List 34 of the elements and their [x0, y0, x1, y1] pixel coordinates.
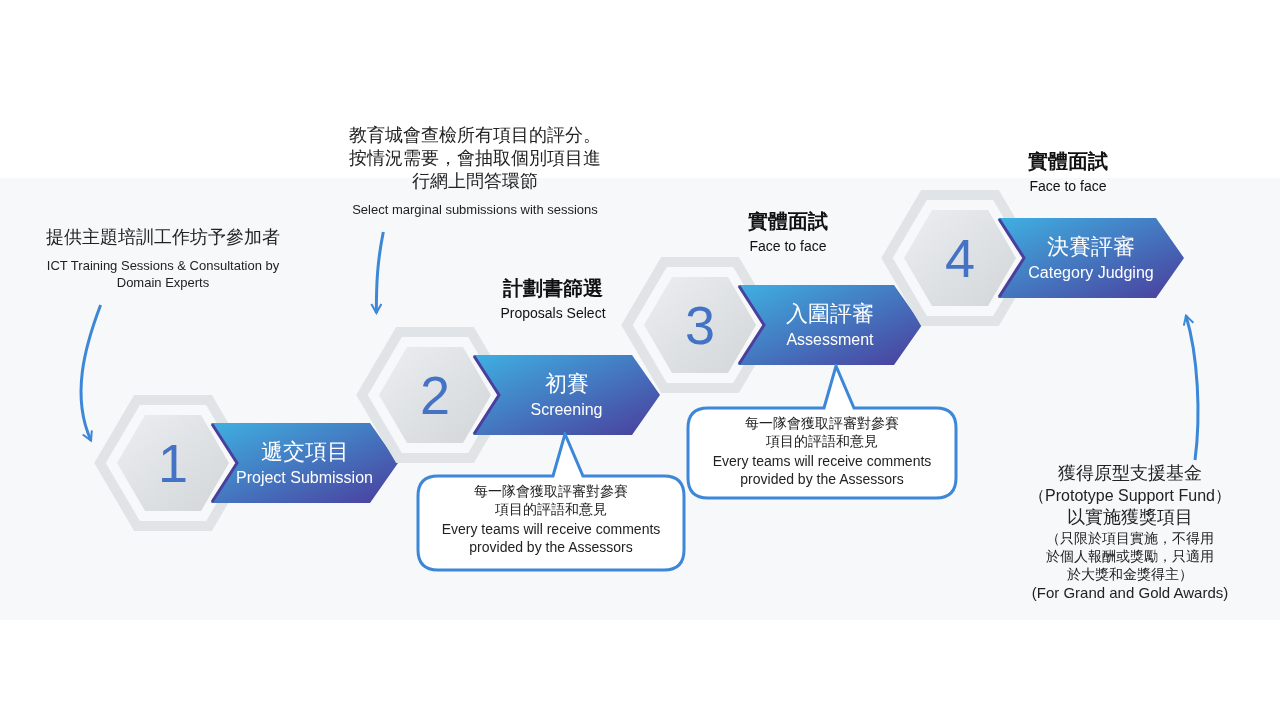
step-number: 4	[943, 228, 976, 288]
step-title: 遞交項目	[260, 438, 349, 466]
step-number: 1	[156, 433, 189, 493]
step-title: 決賽評審	[1047, 233, 1135, 261]
step-subtitle: Project Submission	[236, 468, 373, 488]
step-subtitle: Category Judging	[1028, 263, 1154, 283]
curved-arrow	[79, 304, 102, 442]
step-title: 初賽	[544, 370, 589, 398]
note-text: （Prototype Support Fund）	[1028, 486, 1232, 506]
note-text: 教育城會查檢所有項目的評分。按情況需要，會抽取個別項目進行網上問答環節	[348, 124, 602, 193]
note-text: (For Grand and Gold Awards)	[1030, 583, 1230, 603]
bubble-text: 每一隊會獲取評審對參賽項目的評語和意見	[744, 414, 900, 450]
note-text: 提供主題培訓工作坊予參加者	[45, 226, 281, 249]
curved-arrow	[1182, 314, 1200, 461]
bubble-text: 每一隊會獲取評審對參賽項目的評語和意見	[473, 482, 629, 518]
bubble-text: Every teams will receive comments provided by the Assessors	[711, 452, 933, 488]
step-heading: 計劃書篩選	[502, 276, 604, 301]
note-text: 獲得原型支援基金	[1057, 462, 1203, 485]
step-subtitle: Assessment	[786, 330, 874, 350]
note-text: 以實施獲獎項目	[1066, 506, 1194, 529]
curved-arrow	[370, 231, 385, 314]
step-subheading: Face to face	[1028, 177, 1108, 196]
note-text: （只限於項目實施，不得用於個人報酬或獎勵，只適用於大獎和金獎得主）	[1045, 529, 1215, 583]
step-title: 入圍評審	[786, 300, 874, 328]
step-subheading: Proposals Select	[499, 304, 607, 323]
note-text: Select marginal submissions with sessions	[351, 201, 599, 218]
step-heading: 實體面試	[1027, 149, 1109, 174]
step-number: 2	[418, 365, 451, 425]
step-number: 3	[683, 295, 716, 355]
step-subtitle: Screening	[530, 400, 603, 420]
step-heading: 實體面試	[747, 209, 829, 234]
bubble-text: Every teams will receive comments provided by the Assessors	[440, 520, 662, 556]
step-subheading: Face to face	[748, 237, 828, 256]
note-text: ICT Training Sessions & Consultation by Domain Experts	[45, 257, 281, 291]
